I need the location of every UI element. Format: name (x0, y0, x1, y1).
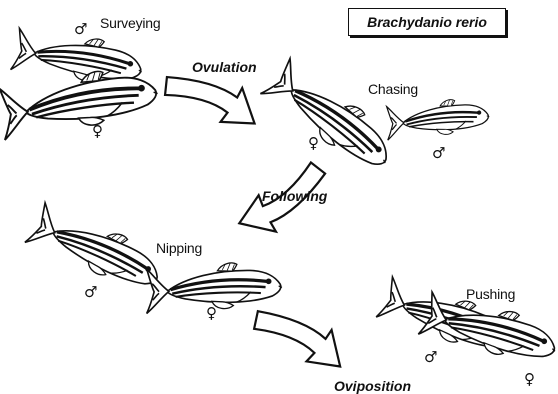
female-symbol-chasing: ♀ (308, 136, 319, 151)
male-symbol-surveying: ♂ (74, 22, 87, 37)
species-label-box: Brachydanio rerio (348, 8, 506, 36)
stage-label-nipping: Nipping (156, 240, 202, 256)
female-symbol-pushing: ♀ (524, 372, 535, 387)
chasing-female-fish (260, 55, 402, 181)
species-name: Brachydanio rerio (367, 14, 487, 30)
male-symbol-nipping: ♂ (84, 285, 97, 300)
oviposition-arrow (250, 311, 348, 368)
male-symbol-chasing: ♂ (432, 146, 445, 161)
male-symbol-pushing: ♂ (424, 350, 437, 365)
stage-label-pushing: Pushing (466, 286, 515, 302)
chasing-male-fish (385, 97, 490, 140)
process-label-ovulation: Ovulation (192, 59, 257, 75)
female-symbol-surveying: ♀ (92, 124, 103, 139)
stage-label-surveying: Surveying (100, 15, 160, 31)
stage-label-chasing: Chasing (368, 81, 418, 97)
female-symbol-nipping: ♀ (206, 306, 217, 321)
process-label-following: Following (262, 188, 327, 204)
ovulation-arrow (163, 77, 259, 126)
process-label-oviposition: Oviposition (334, 378, 411, 394)
